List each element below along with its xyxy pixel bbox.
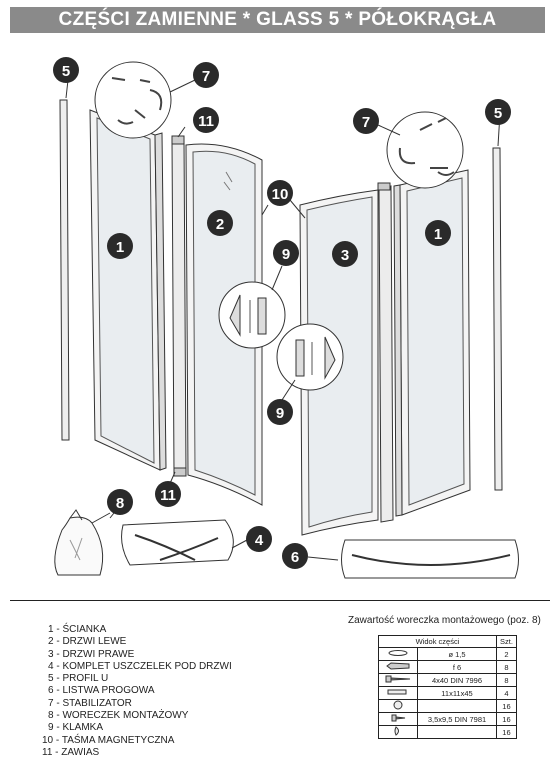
callout-7-left: 7 xyxy=(193,62,219,88)
door-seals-detail xyxy=(121,519,248,566)
washer-icon xyxy=(378,647,418,661)
table-header-row: Widok części Szt. xyxy=(378,635,517,648)
bag-contents-title: Zawartość woreczka montażowego (poz. 8) xyxy=(348,615,541,626)
part-label xyxy=(417,699,497,713)
callout-5-left: 5 xyxy=(53,57,79,83)
header-qty: Szt. xyxy=(496,635,517,648)
part-qty: 8 xyxy=(496,673,517,687)
table-row: ø 1,5 2 xyxy=(378,647,517,661)
svg-text:5: 5 xyxy=(62,63,70,80)
part-qty: 4 xyxy=(496,686,517,700)
mounting-bag xyxy=(54,509,111,576)
part-label: 4x40 DIN 7996 xyxy=(417,673,497,687)
left-u-profile xyxy=(59,99,70,441)
callout-5-right: 5 xyxy=(485,99,511,125)
svg-text:1: 1 xyxy=(116,239,124,256)
callout-9-upper: 9 xyxy=(273,240,299,266)
callout-9-lower: 9 xyxy=(267,399,293,425)
part-label: f 6 xyxy=(417,660,497,674)
callout-1-left: 1 xyxy=(107,233,133,259)
svg-text:1: 1 xyxy=(434,226,442,243)
left-stabilizer-detail xyxy=(94,61,172,139)
svg-text:9: 9 xyxy=(276,405,284,422)
cap-icon xyxy=(378,699,418,713)
legend-item: 2 - DRZWI LEWE xyxy=(48,636,127,648)
callout-11-bottom: 11 xyxy=(155,481,181,507)
bag-contents-table: Widok części Szt. ø 1,5 2 f 6 8 4x40 DIN… xyxy=(378,635,517,739)
page-title: CZĘŚCI ZAMIENNE * GLASS 5 * PÓŁOKRĄGŁA xyxy=(10,7,545,33)
part-qty: 8 xyxy=(496,660,517,674)
svg-text:6: 6 xyxy=(291,549,299,566)
part-qty: 16 xyxy=(496,725,517,739)
callout-6: 6 xyxy=(282,543,308,569)
callout-1-right: 1 xyxy=(425,220,451,246)
small-screw-icon xyxy=(378,712,418,726)
right-side-panel xyxy=(393,169,471,517)
svg-text:4: 4 xyxy=(255,532,264,549)
callout-4: 4 xyxy=(246,526,272,552)
parts-legend: 1 - ŚCIANKA 2 - DRZWI LEWE 3 - DRZWI PRA… xyxy=(30,624,232,759)
part-qty: 16 xyxy=(496,699,517,713)
section-divider xyxy=(10,600,550,601)
header-view: Widok części xyxy=(378,635,497,648)
svg-text:3: 3 xyxy=(341,247,349,264)
pin-icon xyxy=(378,686,418,700)
handle-detail-upper xyxy=(218,281,286,349)
exploded-diagram: 5 7 11 1 2 10 9 3 9 7 5 1 11 8 4 6 xyxy=(53,57,519,579)
right-stabilizer-detail xyxy=(386,111,464,189)
part-label xyxy=(417,725,497,739)
table-row: 16 xyxy=(378,699,517,713)
right-u-profile xyxy=(492,147,503,491)
callout-7-right: 7 xyxy=(353,108,379,134)
callout-3: 3 xyxy=(332,241,358,267)
right-hinge-strip xyxy=(377,182,394,523)
svg-text:2: 2 xyxy=(216,216,224,233)
callout-2: 2 xyxy=(207,210,233,236)
svg-text:10: 10 xyxy=(272,186,289,203)
svg-text:9: 9 xyxy=(282,246,290,263)
table-row: f 6 8 xyxy=(378,660,517,674)
screw-icon xyxy=(378,673,418,687)
cover-icon xyxy=(378,725,418,739)
legend-item: 10 - TAŚMA MAGNETYCZNA xyxy=(42,734,175,746)
part-qty: 16 xyxy=(496,712,517,726)
part-label: ø 1,5 xyxy=(417,647,497,661)
legend-item: 9 - KLAMKA xyxy=(48,722,104,734)
part-label: 3,5x9,5 DIN 7981 xyxy=(417,712,497,726)
svg-text:7: 7 xyxy=(362,114,370,131)
legend-item: 4 - KOMPLET USZCZELEK POD DRZWI xyxy=(48,660,232,672)
table-row: 11x11x45 4 xyxy=(378,686,517,700)
callout-11-top: 11 xyxy=(193,107,219,133)
callout-10: 10 xyxy=(267,180,293,206)
wall-plug-icon xyxy=(378,660,418,674)
legend-item: 8 - WORECZEK MONTAŻOWY xyxy=(48,710,189,722)
svg-text:8: 8 xyxy=(116,495,124,512)
legend-item: 11 - ZAWIAS xyxy=(42,746,100,758)
legend-item: 6 - LISTWA PROGOWA xyxy=(48,685,155,697)
svg-text:5: 5 xyxy=(494,105,502,122)
legend-item: 3 - DRZWI PRAWE xyxy=(48,648,135,660)
threshold-strip-detail xyxy=(307,539,519,579)
svg-text:11: 11 xyxy=(160,487,176,504)
part-qty: 2 xyxy=(496,647,517,661)
table-row: 3,5x9,5 DIN 7981 16 xyxy=(378,712,517,726)
legend-item: 5 - PROFIL U xyxy=(48,673,109,685)
legend-item: 7 - STABILIZATOR xyxy=(48,697,132,709)
left-hinge-strip xyxy=(171,135,187,477)
handle-detail-lower xyxy=(276,323,344,391)
legend-item: 1 - ŚCIANKA xyxy=(48,624,107,635)
svg-text:11: 11 xyxy=(198,113,214,130)
table-row: 16 xyxy=(378,725,517,739)
table-row: 4x40 DIN 7996 8 xyxy=(378,673,517,687)
svg-text:7: 7 xyxy=(202,68,210,85)
left-side-panel xyxy=(89,109,167,471)
callout-8: 8 xyxy=(107,489,133,515)
part-label: 11x11x45 xyxy=(417,686,497,700)
